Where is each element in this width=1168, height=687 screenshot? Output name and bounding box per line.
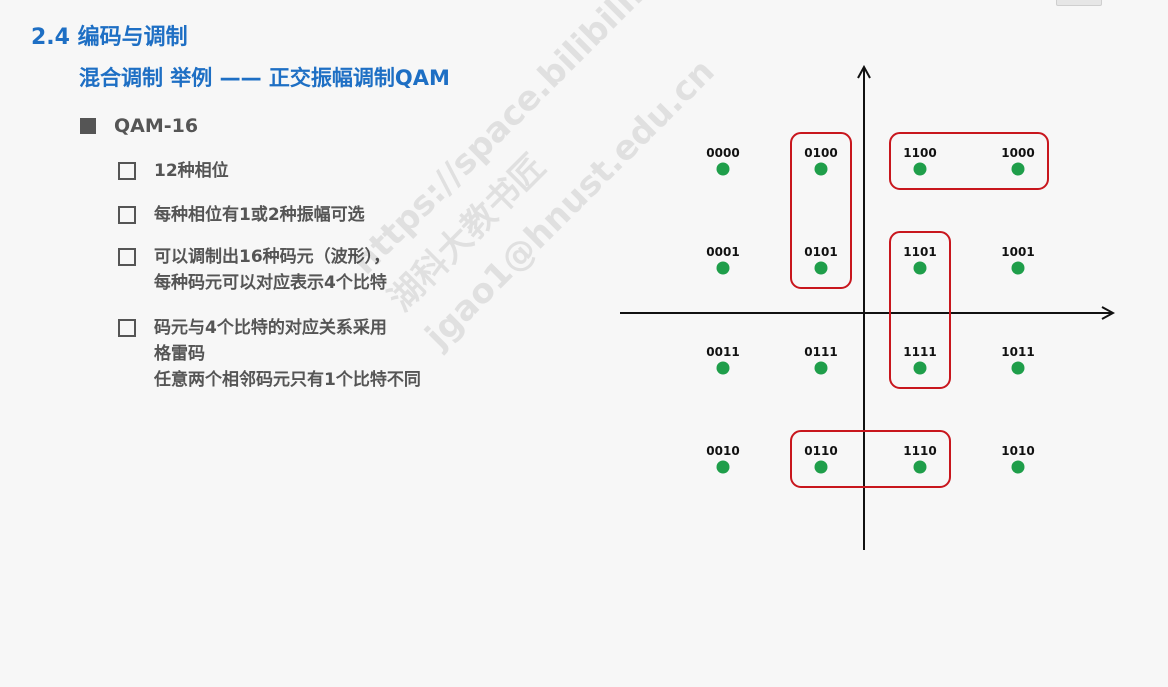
symbol-point-1010: [1011, 460, 1025, 474]
symbol-point-1001: [1011, 261, 1025, 275]
corner-tab: [1056, 0, 1102, 6]
symbol-label-1111: 1111: [903, 345, 936, 359]
bullet-main-label: QAM-16: [114, 115, 199, 137]
sub-bullet-text: 每种码元可以对应表示4个比特: [154, 273, 387, 293]
symbol-point-0000: [716, 162, 730, 176]
symbol-point-1011: [1011, 361, 1025, 375]
symbol-label-1101: 1101: [903, 245, 936, 259]
symbol-point-0101: [814, 261, 828, 275]
checkbox-icon: [118, 206, 136, 224]
sub-bullet-text: 码元与4个比特的对应关系采用: [154, 318, 387, 338]
symbol-point-0001: [716, 261, 730, 275]
bullet-list: QAM-16 12种相位 每种相位有1或2种振幅可选 可以调制出16种码元（波形…: [80, 115, 421, 390]
slide-subtitle: 混合调制 举例 —— 正交振幅调制QAM: [79, 66, 450, 90]
symbol-label-1100: 1100: [903, 146, 936, 160]
filled-square-icon: [80, 118, 96, 134]
checkbox-icon: [118, 319, 136, 337]
symbol-label-0011: 0011: [706, 345, 739, 359]
symbol-label-1001: 1001: [1001, 245, 1034, 259]
symbol-label-0110: 0110: [804, 444, 837, 458]
sub-bullet-3: 可以调制出16种码元（波形）， 每种码元可以对应表示4个比特: [118, 244, 390, 296]
sub-bullet-text: 任意两个相邻码元只有1个比特不同: [154, 370, 421, 390]
sub-bullet-text: 可以调制出16种码元（波形），: [154, 247, 391, 267]
symbol-label-0001: 0001: [706, 245, 739, 259]
sub-bullet-text: 格雷码: [154, 344, 205, 364]
bullet-main: QAM-16: [80, 115, 198, 137]
sub-bullet-2: 每种相位有1或2种振幅可选: [118, 202, 365, 228]
symbol-label-0101: 0101: [804, 245, 837, 259]
symbol-point-0011: [716, 361, 730, 375]
symbol-point-0010: [716, 460, 730, 474]
symbol-label-1110: 1110: [903, 444, 936, 458]
checkbox-icon: [118, 162, 136, 180]
symbol-point-0100: [814, 162, 828, 176]
symbol-point-1101: [913, 261, 927, 275]
group-outline-4: [790, 430, 951, 488]
sub-bullet-1: 12种相位: [118, 158, 229, 184]
section-title: 2.4 编码与调制: [31, 25, 188, 50]
sub-bullet-text: 每种相位有1或2种振幅可选: [154, 205, 365, 225]
symbol-label-1000: 1000: [1001, 146, 1034, 160]
checkbox-icon: [118, 248, 136, 266]
constellation-points: 0000 0100 1100 1000 0001 0101 1101 1001 0011 0111…: [706, 146, 1035, 474]
sub-bullet-4: 码元与4个比特的对应关系采用 格雷码 任意两个相邻码元只有1个比特不同: [118, 315, 421, 393]
symbol-label-0010: 0010: [706, 444, 739, 458]
symbol-point-1111: [913, 361, 927, 375]
symbol-label-1010: 1010: [1001, 444, 1034, 458]
symbol-label-1011: 1011: [1001, 345, 1034, 359]
symbol-point-1000: [1011, 162, 1025, 176]
gray-code-groups: [790, 132, 1049, 488]
group-outline-3: [889, 231, 951, 389]
group-outline-1: [790, 132, 852, 289]
sub-bullet-text: 12种相位: [154, 161, 229, 181]
symbol-label-0100: 0100: [804, 146, 837, 160]
symbol-label-0000: 0000: [706, 146, 739, 160]
symbol-point-0111: [814, 361, 828, 375]
group-outline-2: [889, 132, 1049, 190]
symbol-point-1100: [913, 162, 927, 176]
symbol-point-1110: [913, 460, 927, 474]
symbol-point-0110: [814, 460, 828, 474]
symbol-label-0111: 0111: [804, 345, 837, 359]
